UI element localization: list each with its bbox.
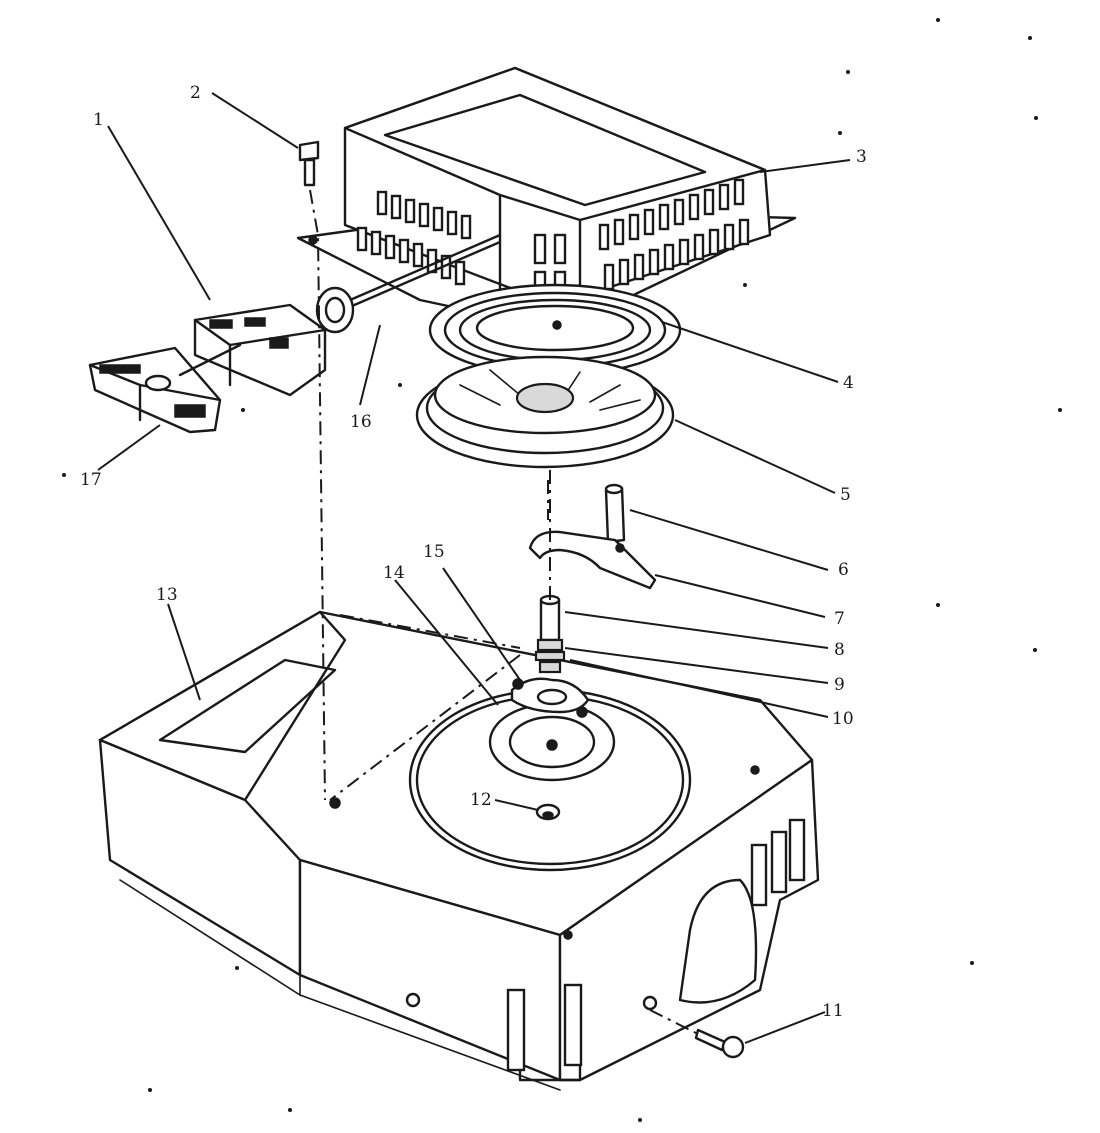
assembly-centerlines — [309, 189, 701, 1036]
callout-5: 5 — [840, 485, 851, 505]
callout-13: 13 — [156, 585, 178, 605]
callout-3: 3 — [856, 147, 867, 167]
callout-14: 14 — [383, 563, 405, 583]
pawl — [528, 530, 657, 590]
callout-7: 7 — [834, 609, 845, 629]
starter-cup — [296, 66, 797, 332]
callout-8: 8 — [834, 640, 845, 660]
callout-12: 12 — [470, 790, 492, 810]
scan-specks — [62, 18, 1062, 1122]
callout-6: 6 — [838, 560, 849, 580]
center-shaft-stack — [510, 594, 590, 718]
callout-1: 1 — [93, 110, 104, 130]
callout-2: 2 — [190, 83, 201, 103]
blower-housing — [98, 610, 820, 1091]
pawl-pin — [604, 483, 626, 544]
callout-9: 9 — [834, 675, 845, 695]
callout-10: 10 — [832, 709, 854, 729]
callout-16: 16 — [350, 412, 372, 432]
callout-11: 11 — [822, 1001, 844, 1021]
leader-lines — [97, 92, 851, 1044]
starter-pulley — [415, 355, 675, 469]
callout-15: 15 — [423, 542, 445, 562]
screw-12 — [535, 803, 561, 821]
vent-slots-left — [356, 190, 472, 286]
vent-slots-right — [598, 178, 750, 291]
callout-17: 17 — [80, 470, 102, 490]
bolt-11 — [694, 1028, 745, 1059]
callout-labels: 1 2 3 4 5 6 7 8 9 10 11 12 13 14 15 16 1… — [80, 83, 867, 1021]
callout-4: 4 — [843, 373, 854, 393]
screw-2 — [298, 140, 320, 187]
starter-handle-assembly — [88, 233, 502, 434]
